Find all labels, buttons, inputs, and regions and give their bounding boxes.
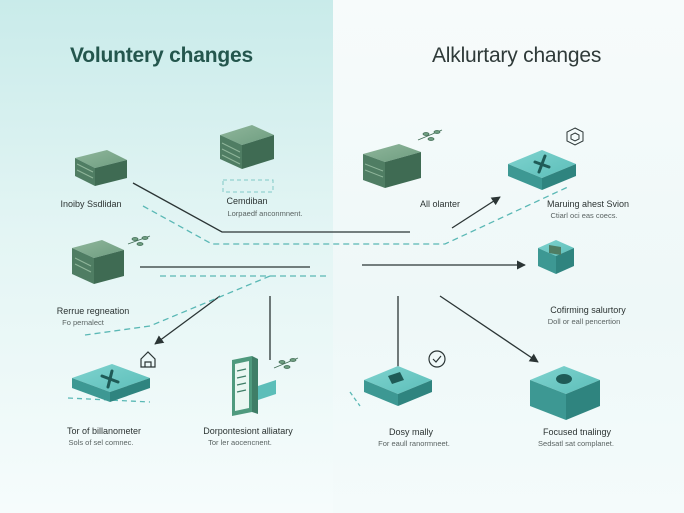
node-sublabel: For eaull ranormneet. (378, 439, 450, 448)
node-box-focused (530, 366, 600, 420)
node-sublabel: Doll or eall pencertion (547, 317, 621, 326)
node-label: Tor of billanometer (66, 426, 142, 436)
node-box-dosy (364, 366, 432, 406)
dashed-guide-n9 (349, 391, 361, 407)
node-sublabel: Lorpaedf anconmnent. (227, 209, 303, 218)
dashed-guide-down-left (84, 275, 271, 336)
house-icon (140, 351, 156, 368)
heading-voluntary: Voluntery changes (70, 44, 253, 67)
node-label: Dosy mally (388, 427, 434, 437)
node-box-cofirming (538, 240, 574, 274)
heading-alklurtary: Alklurtary changes (432, 44, 602, 67)
node-sublabel: Sols of sel comnec. (68, 438, 134, 447)
node-shadow-cemdiban (222, 179, 274, 193)
node-box-inoiby (75, 150, 127, 186)
node-box-tor (72, 364, 150, 402)
left-panel-background (0, 0, 333, 513)
dashed-guide-n4 (67, 397, 151, 403)
node-label: Focused tnalingy (542, 427, 612, 437)
node-label: Rerrue regneation (56, 306, 130, 316)
node-box-cemdiban (220, 125, 274, 169)
node-label: Cemdiban (226, 196, 268, 206)
node-sublabel: Tor ler aocencnent. (208, 438, 272, 447)
hexagon-icon (566, 127, 584, 146)
leaf-sprig-icon (127, 235, 151, 246)
node-box-maruing (508, 150, 576, 190)
arrow-up-to-n7 (451, 196, 501, 229)
right-panel-background (333, 0, 684, 513)
node-label: All olanter (419, 199, 461, 209)
clipboard-icon (236, 368, 247, 393)
arrow-to-n4 (154, 295, 221, 345)
node-sublabel: Ctiarl oci eas coecs. (550, 211, 618, 220)
node-label: Dorpontesiont alliatary (203, 426, 293, 436)
node-sublabel: Fo pernalect (62, 318, 104, 327)
arrow-to-n10 (439, 295, 539, 363)
leaf-sprig-icon (417, 129, 443, 141)
check-circle-icon (428, 350, 446, 368)
connector-lines (67, 182, 571, 407)
arrow-n1-to-n6 (132, 182, 410, 233)
node-label: Cofirming salurtory (550, 305, 626, 315)
plus-icon (100, 369, 120, 389)
node-label: Maruing ahest Svion (546, 199, 630, 209)
dashed-guide-top (142, 185, 571, 245)
node-box-all-olanter (363, 144, 421, 188)
leaf-sprig-icon (273, 357, 299, 369)
node-box-rerrue (72, 240, 124, 284)
node-sublabel: Sedsatl sat complanet. (538, 439, 614, 448)
node-box-dorpontesiont (232, 356, 276, 416)
plus-icon (533, 154, 551, 174)
node-label: Inoiby Ssdlidan (60, 199, 122, 209)
